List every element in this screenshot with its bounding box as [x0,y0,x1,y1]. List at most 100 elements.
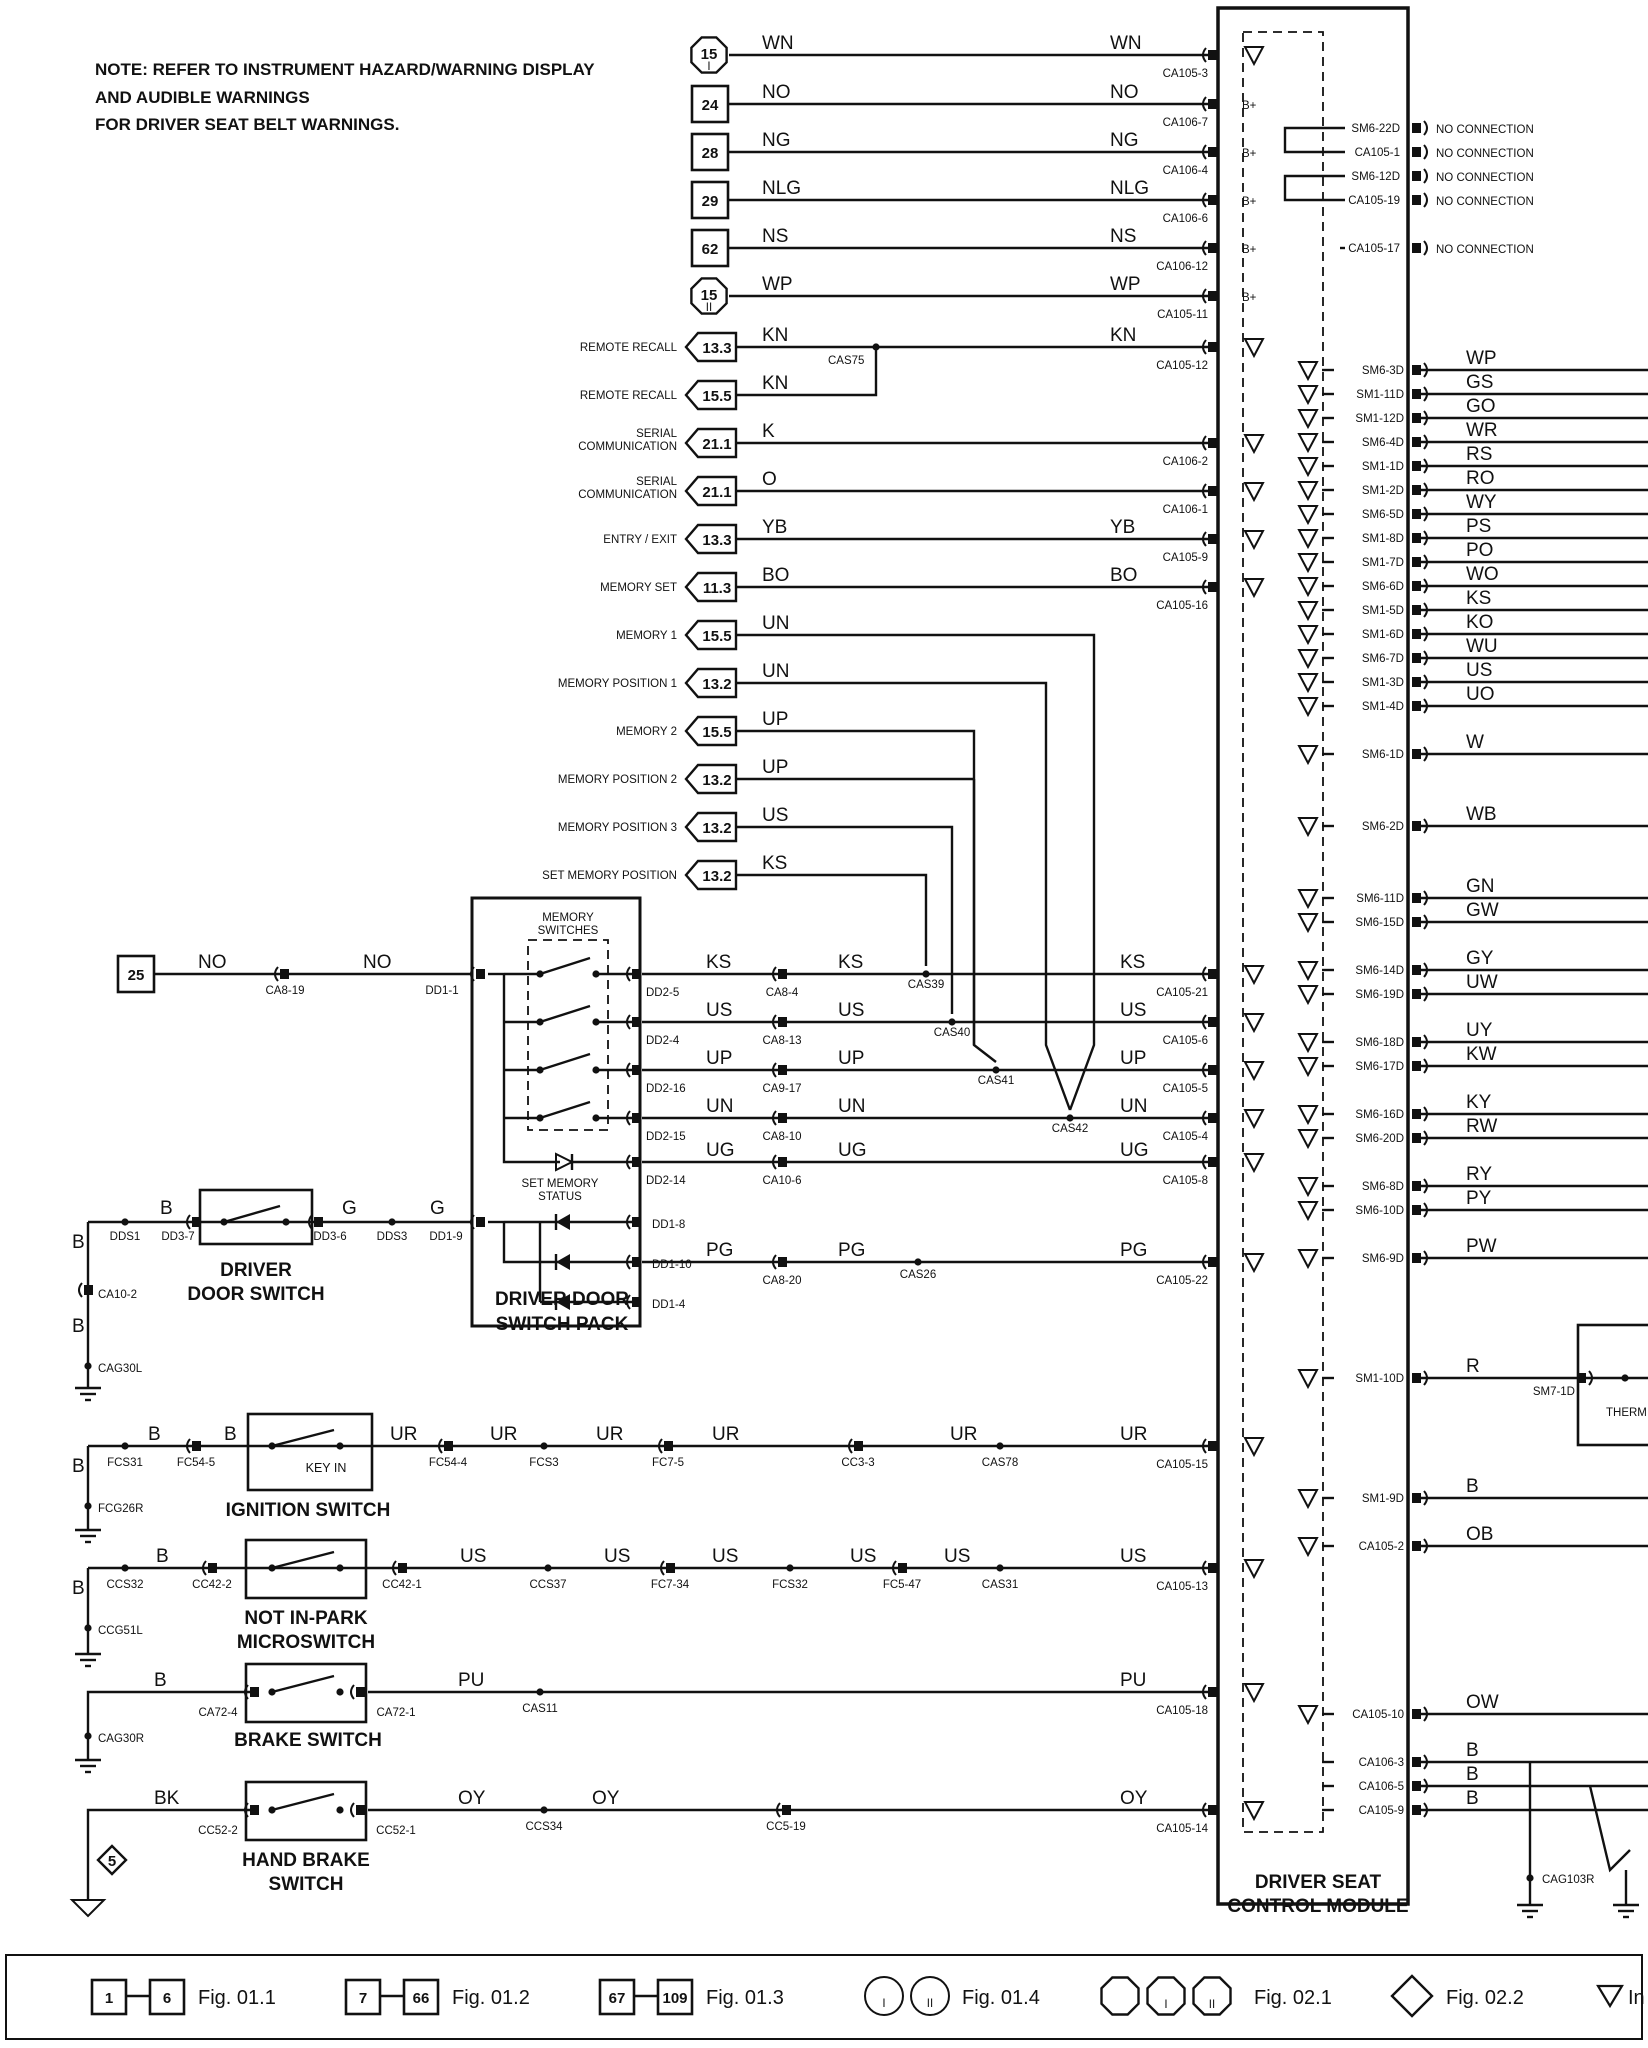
splice-ccs37 [544,1564,552,1572]
out-color-33: B [1466,1764,1479,1785]
dd19-conn-male [476,1217,485,1227]
out-tri-21 [1297,1033,1319,1054]
input-color-b: NO [363,952,392,973]
signal-color-9: UP [762,757,788,778]
out-color-5: RO [1466,468,1495,489]
input-conn-female [274,966,279,982]
row-mpin-3: CA105-4 [1163,1131,1209,1143]
brake-switch-blade [271,1674,335,1694]
park-switch-contact [336,1564,344,1572]
row-tri-4 [1243,1153,1265,1174]
ignition-switch-blade [271,1428,335,1448]
out-color-29: B [1466,1476,1479,1497]
signal-color-2: K [762,421,775,442]
therm-conn-female [1588,1370,1593,1386]
hb-left-wire [86,1808,254,1850]
out-tri-30 [1297,1537,1319,1558]
signal-pin-3: CA106-1 [1163,504,1208,516]
out-color-2: GO [1466,396,1496,417]
out-color-15: W [1466,732,1484,753]
note-line-1: NOTE: REFER TO INSTRUMENT HAZARD/WARNING… [95,60,595,79]
pg-modconn-female [1202,1254,1207,1270]
diode-conn-2-male [632,1297,641,1307]
ign-conn-c-male [664,1441,673,1451]
splice-dds1 [121,1218,129,1226]
nc-pin-2: SM6-12D [1351,171,1400,183]
ign-mpin: CA105-15 [1156,1459,1208,1471]
park-mpin: CA105-13 [1156,1581,1208,1593]
out-pin-28: SM1-10D [1355,1373,1404,1385]
pg-conn-female [772,1254,777,1270]
out-color-20: UW [1466,972,1498,993]
ign-modconn-female [1202,1438,1207,1454]
legend-oct-sub-2: II [1209,1999,1215,2011]
park-color-0: B [156,1546,169,1567]
fc75-label: FC7-5 [652,1457,684,1469]
nc-conn-2-female [1423,168,1428,184]
signal-label-10: MEMORY POSITION 3 [558,822,677,834]
out-tri-17 [1297,889,1319,910]
door-switch-blade [223,1204,281,1224]
splice-cas75 [872,343,880,351]
out-conn-24-male [1412,1133,1421,1143]
legend-fig-1: Fig. 01.2 [452,1987,530,2009]
out-color-26: PY [1466,1188,1492,1209]
signal-pin-0: CA105-12 [1156,360,1208,372]
legend-box-b-0-text: 6 [163,1990,171,2007]
fcs3-label: FCS3 [529,1457,558,1469]
row-c3-3: UN [1120,1096,1147,1117]
out-tri-19 [1297,961,1319,982]
signal-ref-6-text: 15.5 [702,628,731,645]
row-mpin-0: CA105-21 [1156,987,1208,999]
signal-conn-0-female [1202,339,1207,355]
diode-conn-0-female [626,1214,631,1230]
row-c3-2: UP [1120,1048,1146,1069]
out-pin-18: SM6-15D [1355,917,1404,929]
hb-color-3: OY [1120,1788,1148,1809]
pack-out-conn-1-male [632,1017,641,1027]
ign-conn-a-label: FC54-5 [177,1457,215,1469]
brake-modconn-male [1208,1687,1217,1697]
splice-cas11 [536,1688,544,1696]
out-tri-8 [1297,553,1319,574]
mem-switch-3-blade [539,1100,591,1120]
diamond-ref-icon [96,1844,128,1876]
supply-box-1 [690,84,730,124]
row-conn-label-1: CA8-13 [763,1035,802,1047]
supply-color-right-0: WN [1110,33,1142,54]
out-color-21: UY [1466,1020,1493,1041]
nc-text-0: NO CONNECTION [1436,124,1534,136]
legend-box-b-2-text: 109 [662,1990,687,2007]
row-conn-4-male [778,1157,787,1167]
input-conn-label: CA8-19 [266,985,305,997]
pg-tri [1243,1253,1265,1274]
row-modconn-0-male [1208,969,1217,979]
row-modconn-4-male [1208,1157,1217,1167]
door-conn-b-female [308,1214,313,1230]
out-conn-17-male [1412,893,1421,903]
signal-color-6: UN [762,613,789,634]
park-conn-b-female [392,1560,397,1576]
therm-pin: SM7-1D [1533,1386,1575,1398]
nc-conn-4-female [1423,240,1428,256]
out-pin-11: SM1-6D [1362,629,1404,641]
supply-conn-4-female [1202,240,1207,256]
park-color-4: US [850,1546,876,1567]
legend-fig-4: Fig. 02.1 [1254,1987,1332,2009]
supply-conn-2-female [1202,144,1207,160]
out-conn-12-male [1412,653,1421,663]
park-color-5: US [944,1546,970,1567]
signal-tri-0 [1243,338,1265,359]
supply-color-left-5: WP [762,274,793,295]
module-title-1: DRIVER SEAT [1255,1872,1382,1893]
input-pin-label: DD1-1 [425,985,458,997]
row-c3-0: KS [1120,952,1145,973]
out-color-25: RY [1466,1164,1492,1185]
supply-sub-5: II [706,302,712,314]
out-color-10: KS [1466,588,1491,609]
supply-color-right-3: NLG [1110,178,1149,199]
setmem-wire [736,873,928,966]
out-conn-14-male [1412,701,1421,711]
nc-conn-3-male [1412,195,1421,205]
cas40-label: CAS40 [934,1027,970,1039]
